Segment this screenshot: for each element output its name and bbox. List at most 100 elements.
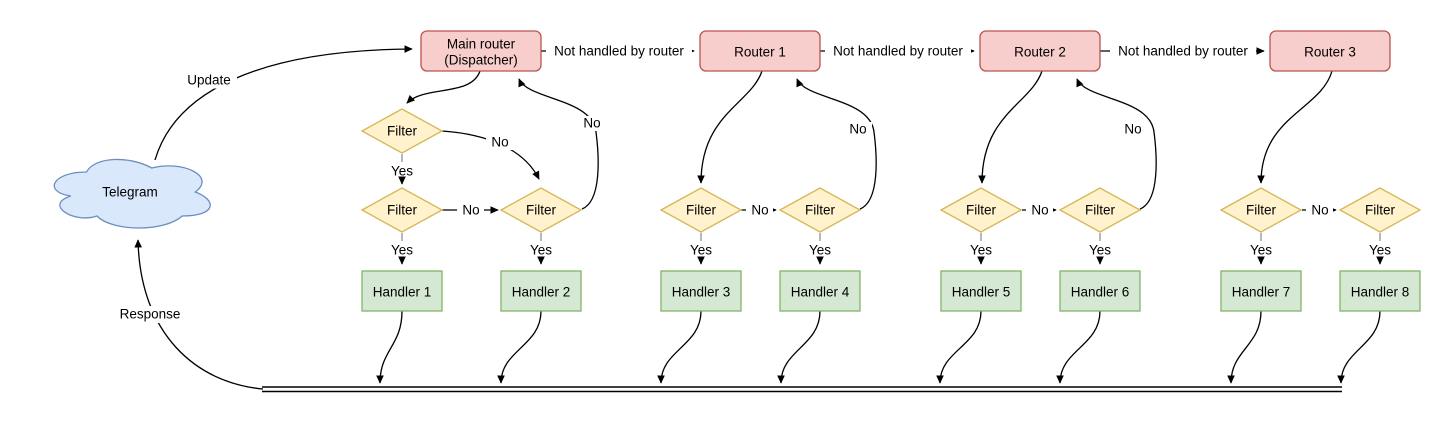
handler-1-node [361, 270, 443, 312]
no-label-dispatcher-arc: No [491, 135, 508, 150]
handler-3-node [660, 270, 742, 312]
filter-label: Filter [686, 203, 717, 218]
handler-5-drop-edge [936, 310, 982, 384]
not-handled-label-bg-2 [825, 43, 971, 59]
no-label-router3-row: No [1311, 203, 1328, 218]
handler-4-label: Handler 4 [791, 285, 850, 300]
edge-label-backgrounds [116, 43, 1333, 323]
telegram-cloud [53, 158, 211, 229]
filter-router1-left [659, 187, 743, 233]
dispatcher-label-line2: (Dispatcher) [444, 53, 518, 68]
filter-label: Filter [387, 124, 418, 139]
router-2-label: Router 2 [1014, 45, 1066, 60]
router1-no-return-edge [796, 78, 877, 210]
not-handled-label-bg-3 [1110, 43, 1256, 59]
no-label-router2-return: No [1124, 122, 1141, 137]
router-3-label: Router 3 [1304, 45, 1356, 60]
no-label-router2-row: No [1031, 203, 1048, 218]
handler-nodes [361, 270, 1421, 312]
handler-6-node [1059, 270, 1141, 312]
handler-1-drop-edge [376, 310, 403, 384]
no-label-bg [844, 122, 872, 137]
handler-7-node [1220, 270, 1302, 312]
no-label-bg [1306, 203, 1333, 218]
filter-router3-left [1219, 187, 1303, 233]
filter-label: Filter [1365, 203, 1396, 218]
handler-1-label: Handler 1 [373, 285, 432, 300]
yes-stubs [401, 154, 1381, 241]
yes-label-4: Yes [809, 243, 831, 258]
dispatcher-drop-edge [406, 70, 481, 104]
edges [134, 45, 1384, 390]
handler-8-drop-edge [1337, 310, 1381, 384]
handler-6-label: Handler 6 [1071, 285, 1130, 300]
router-2-node [979, 30, 1101, 72]
not-handled-label-2: Not handled by router [833, 44, 963, 59]
handler-4-drop-edge [777, 310, 821, 384]
no-label-bg [457, 203, 484, 218]
handler-6-drop-edge [1056, 310, 1101, 384]
handler-3-drop-edge [657, 310, 702, 384]
handler-7-drop-edge [1227, 310, 1262, 384]
router3-drop-edge [1257, 70, 1333, 184]
handler-2-drop-edge [497, 310, 542, 384]
handler-5-label: Handler 5 [952, 285, 1011, 300]
handler-4-node [779, 270, 861, 312]
no-label-bg [486, 135, 514, 150]
response-bus [262, 386, 1342, 393]
no-label-dispatcher-row: No [462, 203, 479, 218]
handler-3-label: Handler 3 [672, 285, 731, 300]
filter-label: Filter [387, 203, 418, 218]
dispatcher-no-return-edge [518, 78, 599, 210]
filter-router1-right [778, 187, 862, 233]
no-label-bg [1119, 122, 1147, 137]
no-label-bg [746, 203, 773, 218]
router-1-label: Router 1 [734, 45, 786, 60]
no-label-dispatcher-return: No [583, 116, 600, 131]
update-label-bg [181, 71, 237, 89]
yes-label-dispatcher-top: Yes [391, 164, 413, 179]
yes-label-6: Yes [1089, 243, 1111, 258]
response-label-bg [116, 306, 184, 323]
handler-2-node [500, 270, 582, 312]
router-3-node [1269, 30, 1391, 72]
telegram-label: Telegram [102, 185, 158, 200]
no-label-router1-row: No [751, 203, 768, 218]
filter-nodes [360, 108, 1422, 233]
no-label-router1-return: No [849, 122, 866, 137]
yes-label-3: Yes [690, 243, 712, 258]
handler-7-label: Handler 7 [1232, 285, 1291, 300]
not-handled-label-1: Not handled by router [554, 44, 684, 59]
filter-router2-left [939, 187, 1023, 233]
handler-5-node [940, 270, 1022, 312]
filter-label: Filter [966, 203, 997, 218]
filter-dispatcher-right [499, 187, 583, 233]
yes-label-8: Yes [1369, 243, 1391, 258]
telegram-cloud-group [53, 158, 211, 229]
yes-label-5: Yes [970, 243, 992, 258]
response-label: Response [120, 307, 181, 322]
handler-2-label: Handler 2 [512, 285, 571, 300]
router-1-node [699, 30, 821, 72]
router2-no-return-edge [1076, 78, 1157, 210]
update-label: Update [187, 73, 231, 88]
not-handled-label-3: Not handled by router [1118, 44, 1248, 59]
yes-label-7: Yes [1250, 243, 1272, 258]
filter-label: Filter [1246, 203, 1277, 218]
filter-label: Filter [805, 203, 836, 218]
dispatcher-node [420, 30, 542, 72]
filter-router2-right [1058, 187, 1142, 233]
response-edge [134, 239, 264, 390]
filter-label: Filter [526, 203, 557, 218]
no-label-bg [578, 116, 606, 131]
router2-drop-edge [978, 70, 1043, 184]
router1-drop-edge [697, 70, 763, 184]
filter-label: Filter [1085, 203, 1116, 218]
filter-router3-right [1338, 187, 1422, 233]
filter-dispatcher-top [360, 108, 444, 154]
handler-8-node [1339, 270, 1421, 312]
not-handled-label-bg-1 [546, 43, 692, 59]
dispatcher-label-line1: Main router [447, 37, 516, 52]
